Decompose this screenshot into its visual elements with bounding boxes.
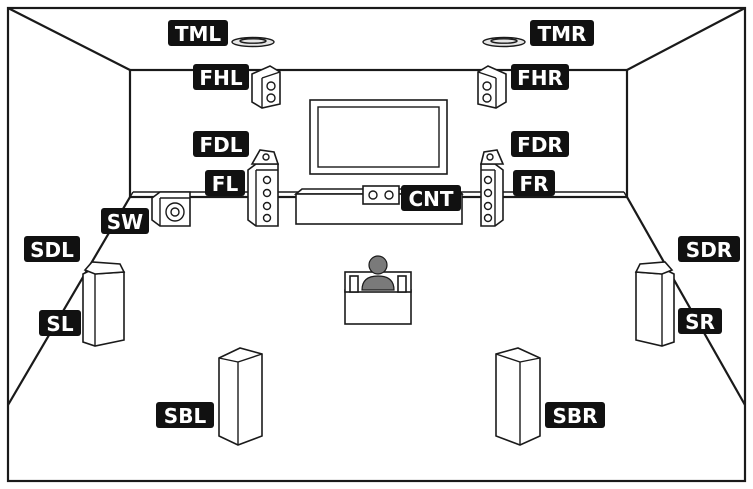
label-text: SBR <box>552 404 597 428</box>
label-text: SDL <box>30 238 74 262</box>
label-text: SL <box>46 312 73 336</box>
label-fdr: FDR <box>511 131 569 157</box>
label-text: SR <box>685 310 715 334</box>
label-sdr: SDR <box>678 236 740 262</box>
speaker-icon <box>480 163 504 227</box>
speaker-icon <box>251 65 281 109</box>
label-text: TMR <box>538 22 587 46</box>
speaker-icon <box>477 65 507 109</box>
label-text: FDR <box>517 133 563 157</box>
label-cnt: CNT <box>401 185 461 211</box>
label-sbr: SBR <box>545 402 605 428</box>
speaker-icon <box>635 267 675 347</box>
label-fhl: FHL <box>193 64 249 90</box>
label-sbl: SBL <box>156 402 214 428</box>
speaker-icon <box>495 347 541 446</box>
elevation-speaker-icon <box>634 261 674 275</box>
label-tmr: TMR <box>530 20 594 46</box>
label-text: TML <box>175 22 222 46</box>
ceiling-edge-right <box>626 7 746 71</box>
room-outline <box>6 6 747 483</box>
label-fr: FR <box>513 170 555 196</box>
label-sl: SL <box>39 310 81 336</box>
label-text: FDL <box>199 133 242 157</box>
label-text: CNT <box>408 187 453 211</box>
speaker-icon <box>247 163 279 227</box>
label-sdl: SDL <box>24 236 80 262</box>
label-text: SBL <box>164 404 207 428</box>
label-text: FHR <box>517 66 563 90</box>
ceiling-speaker-icon <box>231 36 275 48</box>
label-text: FL <box>212 172 239 196</box>
subwoofer-icon <box>151 191 191 227</box>
label-text: SDR <box>686 238 732 262</box>
elevation-speaker-icon <box>250 149 280 165</box>
label-fdl: FDL <box>193 131 249 157</box>
listener-icon <box>344 255 412 325</box>
elevation-speaker-icon <box>479 149 505 165</box>
tv-icon <box>309 99 448 175</box>
speaker-icon <box>218 347 263 446</box>
speaker-icon <box>82 267 125 347</box>
label-fhr: FHR <box>511 64 569 90</box>
label-sw: SW <box>101 208 149 234</box>
label-text: SW <box>107 210 143 234</box>
ceiling-edge-left <box>7 7 131 71</box>
label-text: FR <box>519 172 548 196</box>
label-tml: TML <box>168 20 228 46</box>
label-sr: SR <box>678 308 722 334</box>
label-text: FHL <box>199 66 242 90</box>
ceiling-speaker-icon <box>482 36 526 48</box>
label-fl: FL <box>205 170 245 196</box>
elevation-speaker-icon <box>83 261 126 275</box>
room-frame <box>6 6 747 483</box>
baseboard-right <box>623 191 742 399</box>
center-speaker-icon <box>362 185 400 205</box>
